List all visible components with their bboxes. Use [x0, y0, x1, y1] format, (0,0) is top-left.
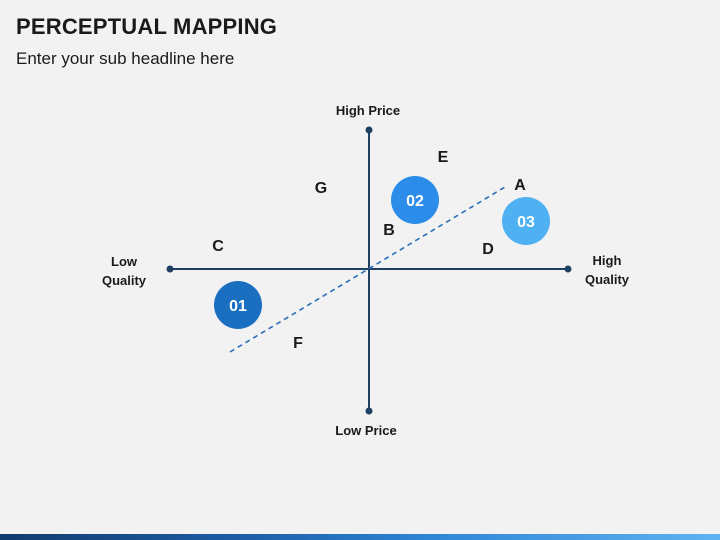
axis-label-high-quality-line1: High [593, 253, 622, 268]
axis-label-high-quality-line2: Quality [585, 272, 630, 287]
page-subtitle: Enter your sub headline here [16, 49, 235, 68]
brand-label-e: E [438, 149, 449, 166]
brand-label-a: A [514, 177, 526, 194]
bubble-03-label: 03 [517, 214, 535, 231]
bubble-03-circle [502, 197, 550, 245]
page-title: PERCEPTUAL MAPPING [16, 14, 278, 39]
brand-label-c: C [212, 238, 224, 255]
axis-end-bottom [365, 407, 373, 415]
bubble-03: 03 [502, 197, 550, 245]
axis-end-top [365, 126, 373, 134]
brand-label-g: G [315, 180, 327, 197]
bubble-02-circle [391, 176, 439, 224]
axis-label-low-quality-line1: Low [111, 254, 138, 269]
brand-label-b: B [383, 222, 395, 239]
bubble-01-circle [214, 281, 262, 329]
bottom-accent-bar [0, 534, 720, 540]
brand-label-d: D [482, 241, 494, 258]
axis-label-low-price: Low Price [335, 423, 396, 438]
axis-end-right [564, 265, 572, 273]
bubble-02: 02 [391, 176, 439, 224]
bubble-01-label: 01 [229, 298, 247, 315]
axis-label-low-quality-line2: Quality [102, 273, 147, 288]
bubble-01: 01 [214, 281, 262, 329]
brand-label-f: F [293, 335, 303, 352]
axis-label-high-price: High Price [336, 103, 400, 118]
axis-end-left [166, 265, 174, 273]
bubble-02-label: 02 [406, 193, 424, 210]
